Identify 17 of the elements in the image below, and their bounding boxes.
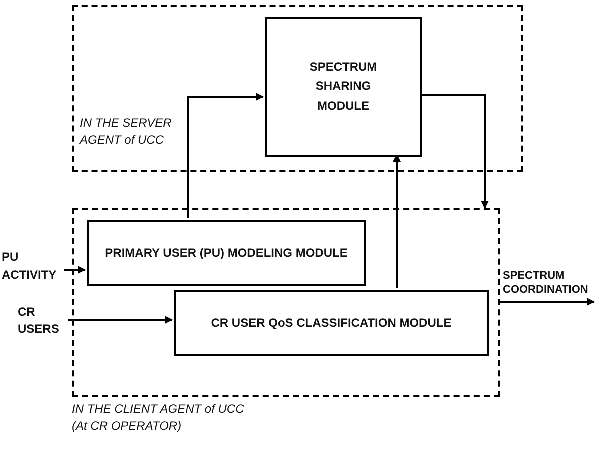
module-box bbox=[87, 220, 366, 286]
flow-label: PU ACTIVITY bbox=[2, 249, 58, 284]
arrow bbox=[420, 94, 489, 209]
module-label: PRIMARY USER (PU) MODELING MODULE bbox=[105, 246, 348, 260]
region-label: IN THE CLIENT AGENT of UCC (At CR OPERATOR) bbox=[72, 401, 246, 435]
module-label: CR USER QoS CLASSIFICATION MODULE bbox=[211, 316, 452, 330]
arrow bbox=[64, 266, 86, 274]
arrow bbox=[68, 316, 173, 324]
module-box bbox=[265, 17, 422, 157]
arrow bbox=[187, 93, 264, 218]
region-label: IN THE SERVER AGENT of UCC bbox=[80, 115, 173, 149]
flow-label: SPECTRUM COORDINATION bbox=[503, 270, 590, 298]
module-box bbox=[174, 290, 489, 356]
flow-label: CR USERS bbox=[18, 304, 60, 338]
arrow bbox=[500, 298, 595, 306]
dashed-region bbox=[72, 5, 523, 172]
module-label: SPECTRUM SHARING MODULE bbox=[308, 59, 378, 115]
